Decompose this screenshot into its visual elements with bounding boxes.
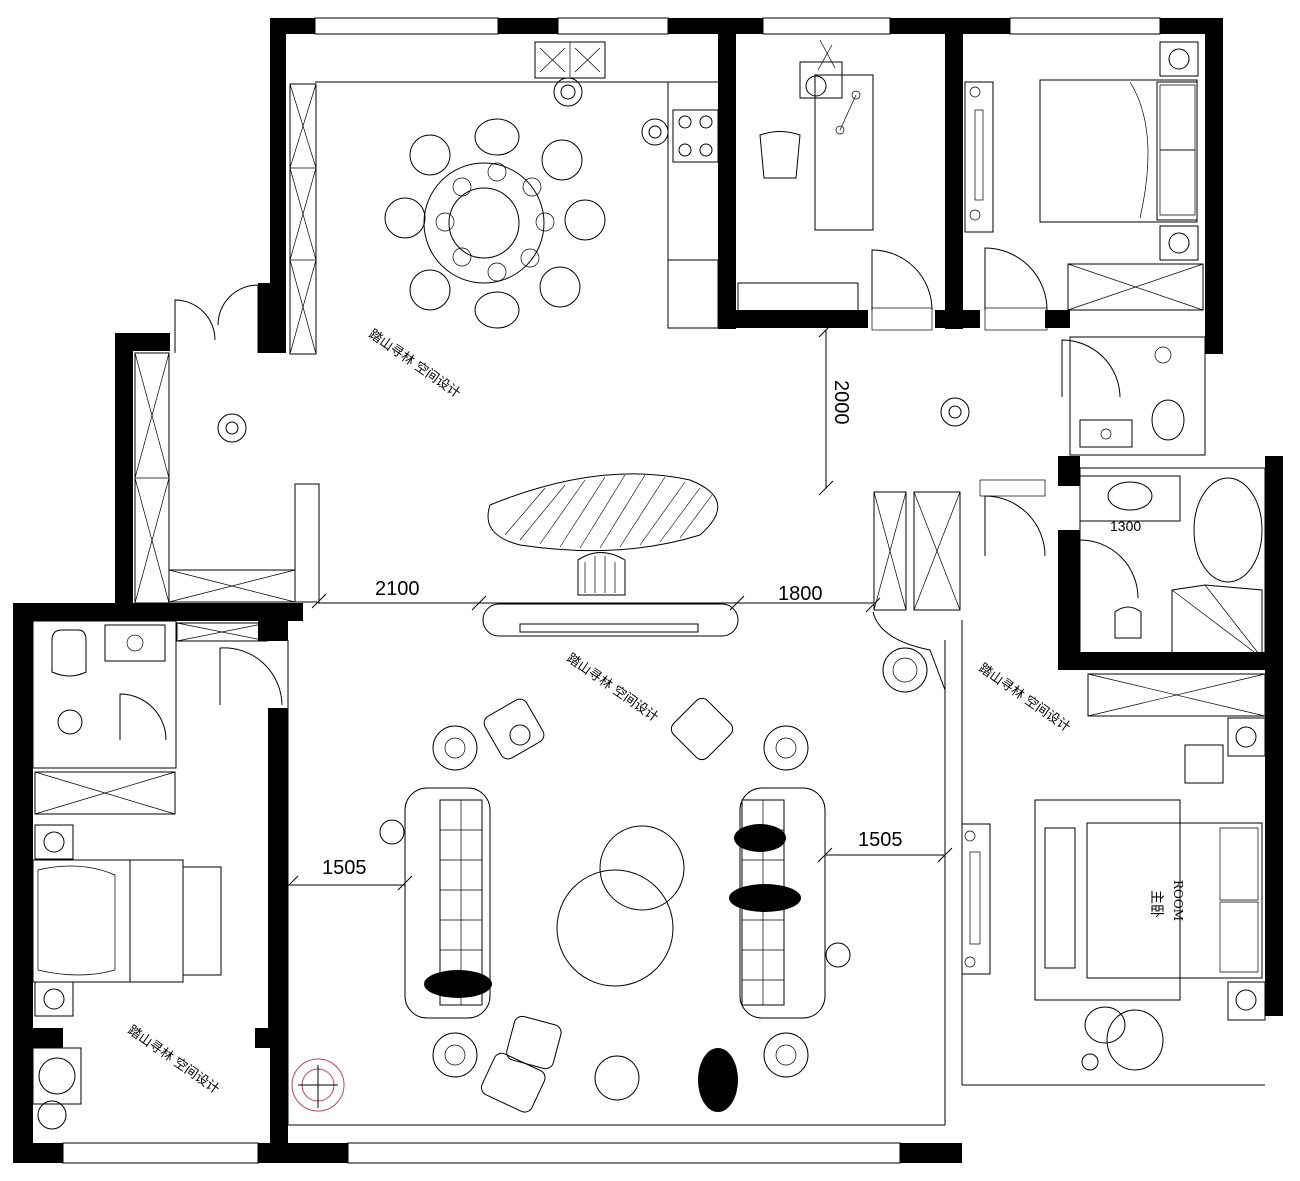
bedroom-top-right bbox=[964, 41, 1204, 331]
island-hatch bbox=[504, 474, 713, 549]
study-room bbox=[737, 39, 933, 331]
master-bedroom: 主卧 ROOM 踏山寻林 空间设计 bbox=[961, 620, 1266, 1086]
dining-chairs bbox=[384, 118, 606, 329]
tree-icon bbox=[291, 1058, 345, 1112]
dim-corridor: 2000 bbox=[830, 380, 852, 425]
watermark-bedroom-left: 踏山寻林 空间设计 bbox=[125, 1023, 222, 1097]
dim-right-span: 1800 bbox=[778, 583, 823, 605]
bedroom-bottom-left: 踏山寻林 空间设计 bbox=[32, 620, 283, 1130]
dim-left-span: 2100 bbox=[375, 578, 420, 600]
room-name-en: ROOM bbox=[1171, 880, 1185, 921]
dim-sofa-right: 1505 bbox=[858, 829, 903, 851]
room-name-cn: 主卧 bbox=[1148, 890, 1164, 918]
watermark-living: 踏山寻林 空间设计 bbox=[564, 651, 661, 725]
bathrooms: 1300 bbox=[873, 336, 1266, 717]
dim-sofa-left: 1505 bbox=[322, 857, 367, 879]
living-area: 2100 1800 踏山寻林 空间设计 bbox=[283, 473, 953, 1126]
place-settings bbox=[435, 162, 555, 282]
watermark-dining: 踏山寻林 空间设计 bbox=[366, 327, 463, 401]
dim-bath-width: 1300 bbox=[1110, 518, 1141, 534]
walls bbox=[13, 17, 1283, 1164]
corridor: 2000 bbox=[134, 284, 970, 604]
watermark-master: 踏山寻林 空间设计 bbox=[976, 661, 1073, 735]
dining-area: 踏山寻林 空间设计 bbox=[289, 41, 719, 401]
